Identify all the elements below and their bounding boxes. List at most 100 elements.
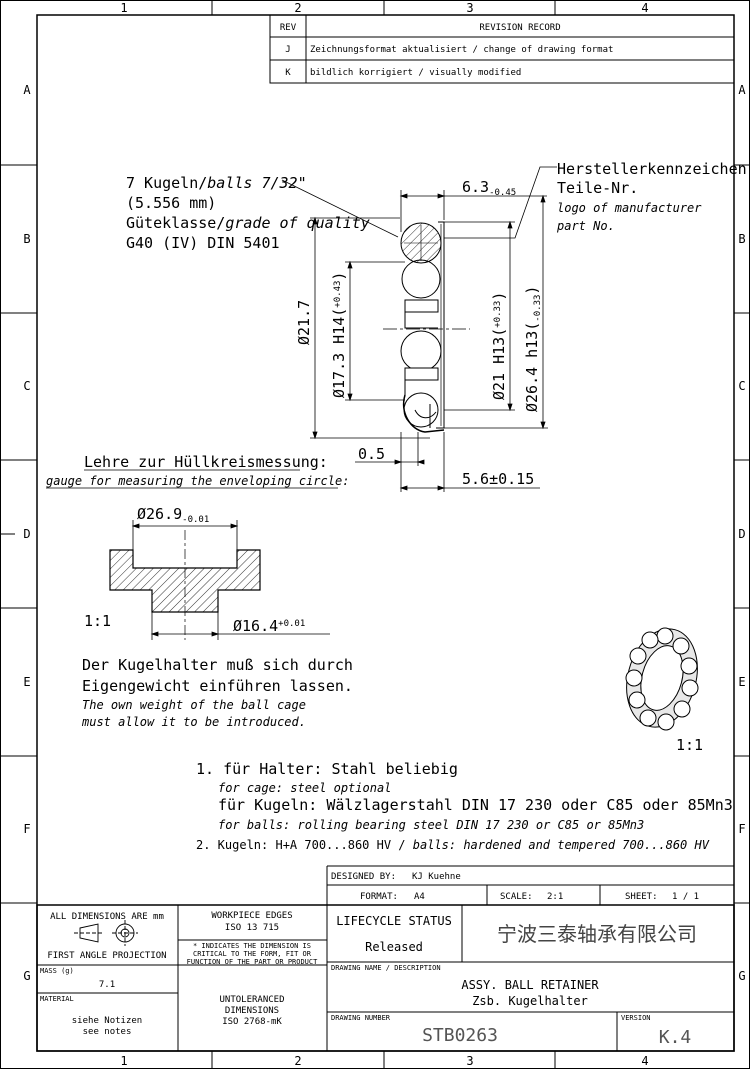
material-value: see notes xyxy=(83,1027,132,1037)
col-label: 1 xyxy=(120,1,127,15)
drawing-number: STB0263 xyxy=(422,1025,498,1046)
row-label: A xyxy=(738,83,746,97)
svg-text:6.3-0.45: 6.3-0.45 xyxy=(462,178,516,198)
rev-text: Zeichnungsformat aktualisiert / change o… xyxy=(310,45,613,55)
critical-note: * INDICATES THE DIMENSION IS xyxy=(193,942,311,950)
drawing-name-de: Zsb. Kugelhalter xyxy=(472,994,588,1008)
critical-note: FUNCTION OF THE PART OR PRODUCT xyxy=(187,958,318,966)
lifecycle-label: LIFECYCLE STATUS xyxy=(336,914,452,928)
balls-note-line: Güteklasse/ xyxy=(126,214,225,232)
note-line: für Kugeln: Wälzlagerstahl DIN 17 230 od… xyxy=(218,796,733,814)
gauge-scale: 1:1 xyxy=(84,612,111,630)
note-line: balls: hardened and tempered 700...860 H… xyxy=(413,838,710,852)
dim-0-5: 0.5 xyxy=(358,445,385,463)
balls-note-line: G40 (IV) DIN 5401 xyxy=(126,234,280,252)
dim-26-9-tol: -0.01 xyxy=(182,515,209,525)
mass-value: 7.1 xyxy=(99,980,115,990)
rev-header: REV xyxy=(280,23,297,33)
format-label: FORMAT: xyxy=(360,892,398,902)
balls-note-line: (5.556 mm) xyxy=(126,194,216,212)
dim-6-3-tol: -0.45 xyxy=(489,188,516,198)
manufacturer-note: Herstellerkennzeichen Teile-Nr. logo of … xyxy=(556,160,747,233)
balls-note: 7 Kugeln/balls 7/32" (5.556 mm) Güteklas… xyxy=(126,174,370,252)
isometric-ball-cage xyxy=(625,627,699,731)
row-label: B xyxy=(738,232,745,246)
untoleranced: ISO 2768-mK xyxy=(222,1017,282,1027)
col-label: 4 xyxy=(641,1054,648,1068)
revision-table: REV REVISION RECORD J Zeichnungsformat a… xyxy=(269,14,735,84)
title-block: DESIGNED BY: KJ Kuehne FORMAT: A4 SCALE:… xyxy=(36,865,735,1052)
mass-label: MASS (g) xyxy=(40,967,74,975)
drawing-name-label: DRAWING NAME / DESCRIPTION xyxy=(331,964,441,972)
row-label: D xyxy=(738,527,745,541)
general-notes: 1. für Halter: Stahl beliebig for cage: … xyxy=(196,760,733,852)
critical-note: CRITICAL TO THE FORM, FIT OR xyxy=(193,950,312,958)
scale-value: 2:1 xyxy=(547,892,563,902)
row-label: E xyxy=(738,675,745,689)
col-label: 4 xyxy=(641,1,648,15)
row-label: G xyxy=(738,969,745,983)
designed-by-label: DESIGNED BY: xyxy=(331,872,396,882)
revision-record-header: REVISION RECORD xyxy=(479,23,560,33)
row-label: B xyxy=(23,232,30,246)
lifecycle-status: Released xyxy=(365,940,423,954)
dim-26-4: Ø26.4 h13( xyxy=(523,322,541,412)
rev-letter: J xyxy=(285,45,290,55)
dim-26-9: Ø26.9 xyxy=(137,505,182,523)
maker-note-line: logo of manufacturer xyxy=(557,201,702,215)
drawing-number-label: DRAWING NUMBER xyxy=(331,1014,391,1022)
material-value: siehe Notizen xyxy=(72,1016,142,1026)
note-line: for cage: steel optional xyxy=(218,781,391,795)
row-label: C xyxy=(738,379,745,393)
row-label: D xyxy=(23,527,30,541)
all-dims-mm: ALL DIMENSIONS ARE mm xyxy=(50,912,164,922)
note-line: for balls: rolling bearing steel DIN 17 … xyxy=(218,818,644,832)
col-label: 2 xyxy=(294,1054,301,1068)
dim-21: Ø21 H13( xyxy=(490,328,508,400)
gauge-section: Lehre zur Hüllkreismessung: gauge for me… xyxy=(46,453,349,640)
dim-6-3: 6.3 xyxy=(462,178,489,196)
drawing-name-en: ASSY. BALL RETAINER xyxy=(461,978,599,992)
row-label: A xyxy=(23,83,31,97)
note-line: 1. für Halter: Stahl beliebig xyxy=(196,760,458,778)
weight-note-line: Der Kugelhalter muß sich durch xyxy=(82,656,353,674)
workpiece-edges: WORKPIECE EDGES xyxy=(211,911,292,921)
row-label: G xyxy=(23,969,30,983)
maker-note-line: Teile-Nr. xyxy=(557,179,638,197)
row-label: F xyxy=(738,822,745,836)
main-dimension-texts: 6.3-0.45 Ø21.7 Ø17.3 H14(+0.43) Ø21 H13(… xyxy=(295,178,543,488)
note-line: 2. Kugeln: H+A 700...860 HV / xyxy=(196,838,413,852)
rev-text: bildlich korrigiert / visually modified xyxy=(310,68,521,78)
col-label: 3 xyxy=(466,1054,473,1068)
svg-text:Güteklasse/grade of quality: Güteklasse/grade of quality xyxy=(126,214,370,232)
svg-text:Ø17.3 H14(+0.43): Ø17.3 H14(+0.43) xyxy=(330,272,348,398)
svg-text:2. Kugeln: H+A 700...860 HV /: 2. Kugeln: H+A 700...860 HV / balls: har… xyxy=(196,838,710,852)
weight-note-line: Eigengewicht einführen lassen. xyxy=(82,677,353,695)
row-label: C xyxy=(23,379,30,393)
svg-text:Ø26.4 h13(-0.33): Ø26.4 h13(-0.33) xyxy=(523,286,543,412)
first-angle-projection: FIRST ANGLE PROJECTION xyxy=(47,951,166,961)
format-value: A4 xyxy=(414,892,425,902)
col-label: 3 xyxy=(466,1,473,15)
balls-note-line: balls 7/32" xyxy=(207,174,306,192)
retainer-section-view xyxy=(383,221,470,433)
dim-17-3-tol: +0.43 xyxy=(333,281,343,308)
col-label: 1 xyxy=(120,1054,127,1068)
balls-note-line: grade of quality xyxy=(225,214,370,232)
weight-note-line: The own weight of the ball cage xyxy=(82,698,306,712)
svg-text:Ø16.4+0.01: Ø16.4+0.01 xyxy=(233,617,305,635)
iso-scale: 1:1 xyxy=(676,736,703,754)
main-dimension-lines xyxy=(281,166,557,492)
version-value: K.4 xyxy=(659,1027,692,1048)
svg-text:Ø26.9-0.01: Ø26.9-0.01 xyxy=(137,505,209,525)
untoleranced: UNTOLERANCED xyxy=(219,995,284,1005)
gauge-title-en: gauge for measuring the enveloping circl… xyxy=(46,474,349,488)
dim-16-4: Ø16.4 xyxy=(233,617,278,635)
weight-note: Der Kugelhalter muß sich durch Eigengewi… xyxy=(81,656,353,729)
sheet-value: 1 / 1 xyxy=(672,892,699,902)
first-angle-projection-icon xyxy=(74,920,138,946)
weight-note-line: must allow it to be introduced. xyxy=(81,715,306,729)
svg-text:7 Kugeln/balls 7/32": 7 Kugeln/balls 7/32" xyxy=(126,174,307,192)
dim-21-7: Ø21.7 xyxy=(295,300,313,345)
